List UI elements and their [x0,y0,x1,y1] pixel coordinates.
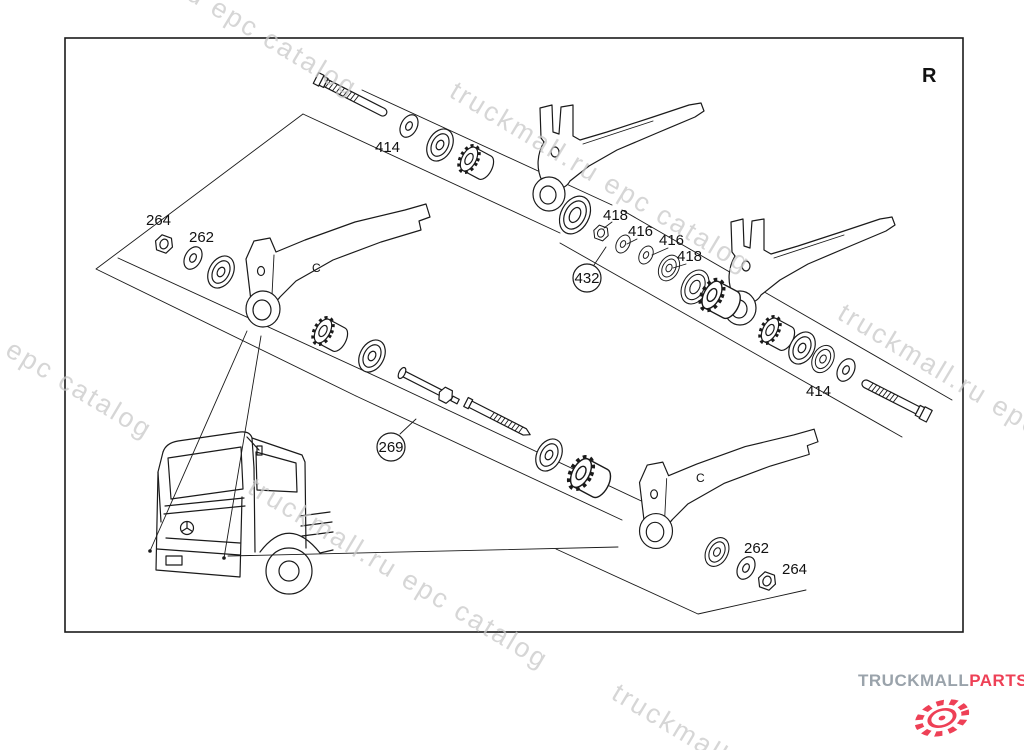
label-416-a: 416 [628,223,653,240]
label-418-a: 418 [603,207,628,224]
assembly-guide-lines [95,89,953,615]
diagram-frame [64,37,964,633]
bracket-cast-mark-right: C [696,471,705,485]
label-418-b: 418 [677,248,702,265]
callout-269: 269 [376,432,406,462]
logo: TRUCKMALLPARTS [858,671,1024,737]
location-pointer-lines [148,330,619,560]
pin-bolt [397,366,460,405]
callout-432: 432 [572,263,602,293]
threaded-stud [463,396,531,436]
logo-accent: PARTS [969,671,1024,690]
label-264-bottom: 264 [782,561,807,578]
label-432: 432 [574,270,599,287]
truck-wheel [265,547,313,595]
label-leader-lines [399,221,687,435]
logo-primary: TRUCKMALL [858,671,969,690]
gear-icon [914,699,970,737]
right-bolt-414 [861,379,933,423]
label-262-left: 262 [189,229,214,246]
mirror [256,445,263,456]
label-262-bottom: 262 [744,540,769,557]
label-416-b: 416 [659,232,684,249]
svg-text:TRUCKMALLPARTS: TRUCKMALLPARTS [858,671,1024,690]
label-414-right: 414 [806,383,831,400]
label-414-top: 414 [375,139,400,156]
top-bolt-414 [312,72,388,117]
truck-sketch [155,431,334,595]
page-corner-label: R [922,65,937,87]
label-264-left: 264 [146,212,171,229]
bracket-cast-mark-left: C [312,261,321,275]
label-269: 269 [378,439,403,456]
license-plate [165,555,183,566]
